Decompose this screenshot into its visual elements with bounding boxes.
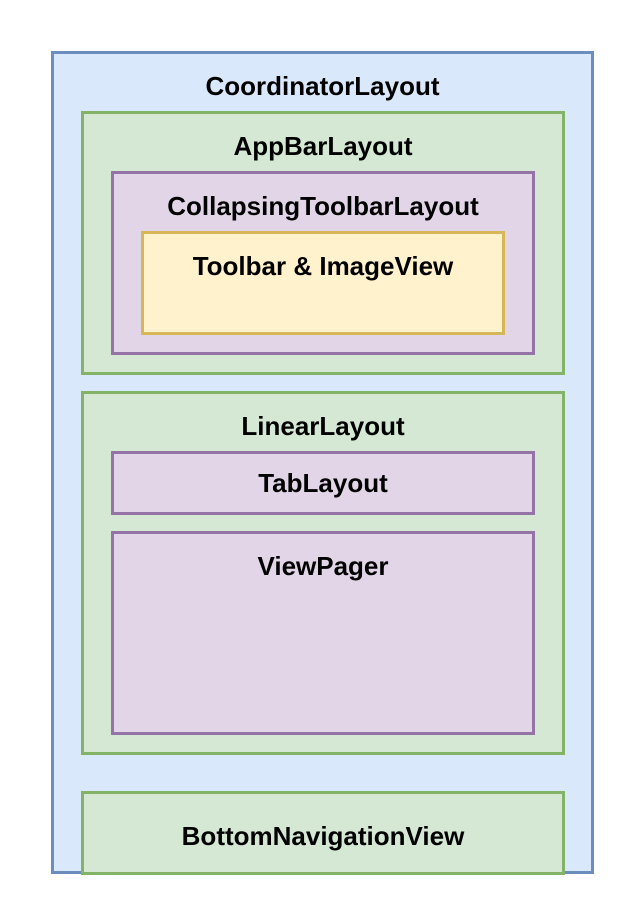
- bottom-navigation-view-box: BottomNavigationView: [81, 791, 565, 875]
- tab-layout-label: TabLayout: [258, 468, 388, 498]
- viewpager-label: ViewPager: [257, 551, 389, 581]
- tab-layout-box: TabLayout: [111, 451, 535, 515]
- bottom-navigation-view-label: BottomNavigationView: [181, 821, 465, 851]
- linear-layout-label: LinearLayout: [241, 411, 405, 441]
- toolbar-imageview-box: Toolbar & ImageView: [141, 231, 505, 335]
- toolbar-imageview-label: Toolbar & ImageView: [192, 251, 454, 281]
- viewpager-box: ViewPager: [111, 531, 535, 735]
- appbar-layout-label: AppBarLayout: [233, 131, 413, 161]
- collapsing-toolbar-layout-label: CollapsingToolbarLayout: [167, 191, 479, 221]
- coordinator-layout-label: CoordinatorLayout: [205, 71, 440, 101]
